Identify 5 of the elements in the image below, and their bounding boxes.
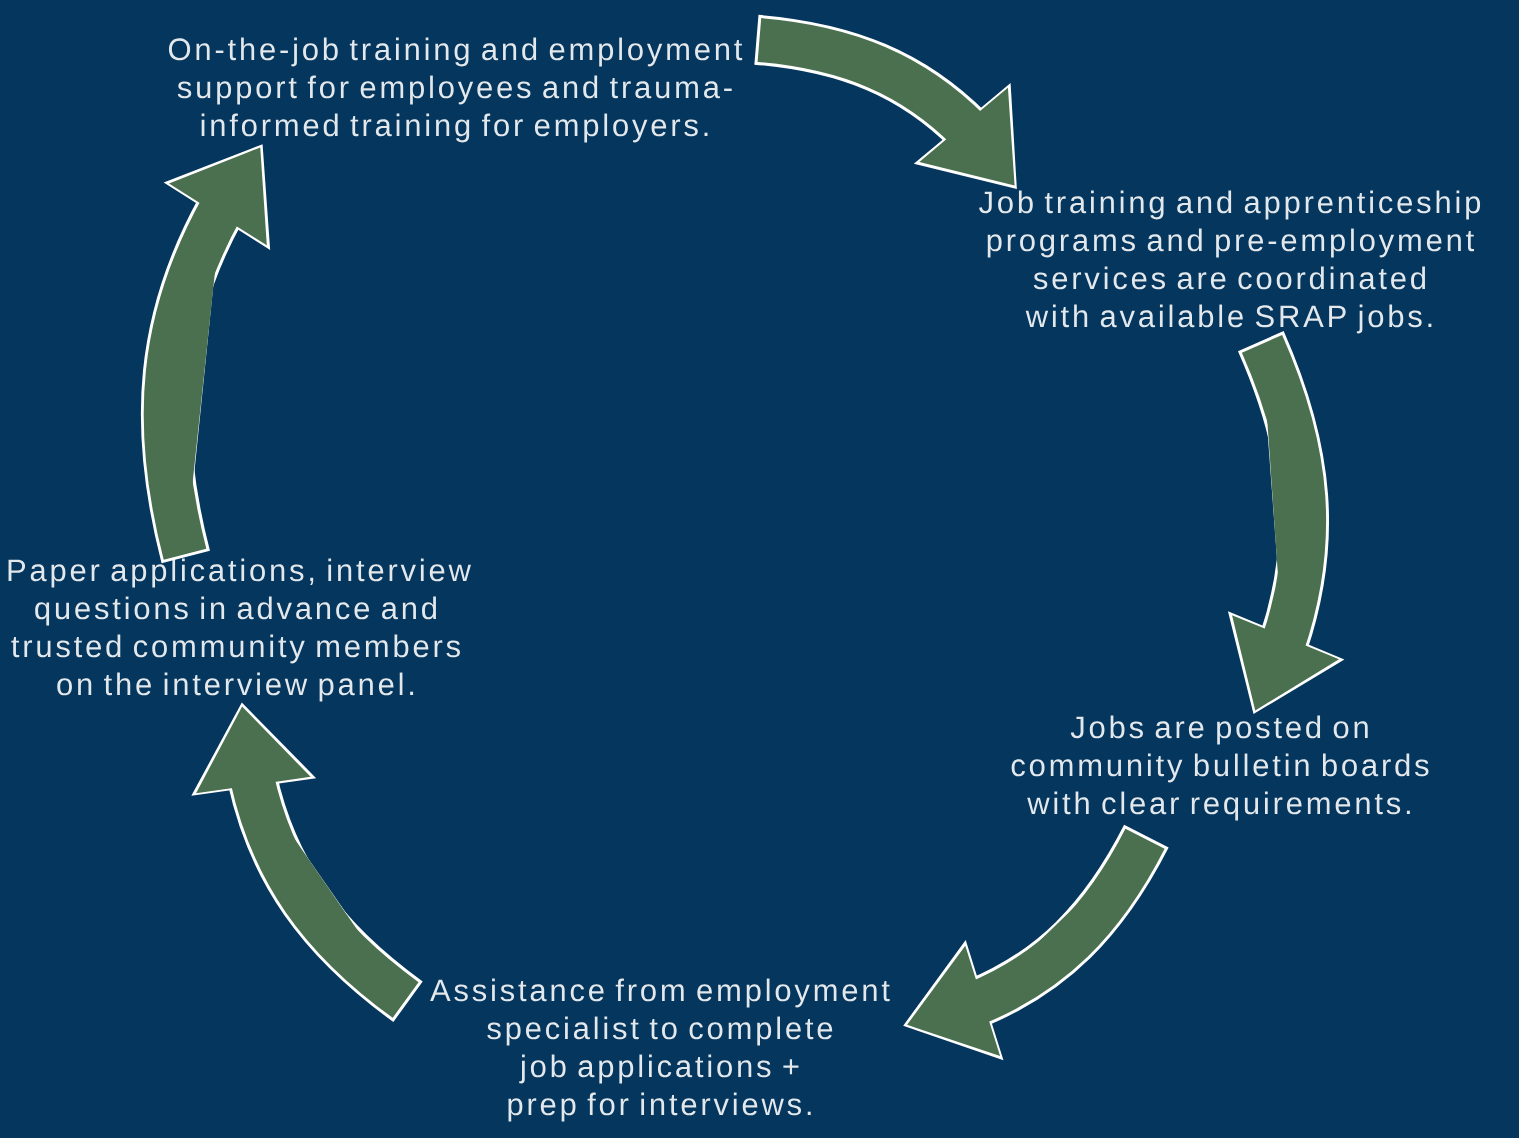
step-text: Job training and apprenticeship programs and pre-employment services are coordinated with available SRAP jobs. [979,190,1481,334]
step-text: On-the-job training and employment support for employees and trauma-informed training for employers. [168,37,743,143]
step-text: Jobs are posted on community bulletin boards with clear requirements. [1011,715,1429,821]
step-text: Paper applications, interview questions in advance and trusted community members on the interview panel. [8,558,471,702]
step-text: Assistance from employment specialist to complete job applications + prep for interviews. [430,978,890,1122]
